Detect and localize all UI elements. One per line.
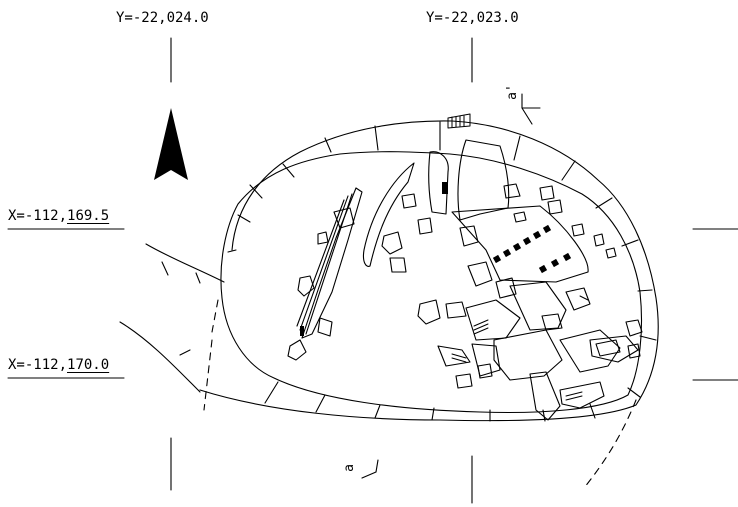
ground-contours xyxy=(119,243,637,489)
coord-value: 169.5 xyxy=(67,208,110,224)
section-label-bottom: a xyxy=(341,464,357,472)
pit-outer-edge xyxy=(199,120,659,422)
decoration-hatching xyxy=(447,113,589,401)
coord-label-x-upper: X=-112,169.5 xyxy=(8,208,109,224)
section-marker-bottom xyxy=(361,459,379,479)
slope-hachures xyxy=(227,121,657,422)
coord-prefix: X=-112, xyxy=(8,208,68,224)
dark-fragments xyxy=(300,182,572,336)
grid-ticks xyxy=(7,37,738,504)
coord-label-y-left: Y=-22,024.0 xyxy=(116,10,209,26)
coord-label-y-right: Y=-22,023.0 xyxy=(426,10,519,26)
coord-prefix: X=-112, xyxy=(8,357,68,373)
north-arrow-icon xyxy=(154,108,188,180)
coord-label-x-lower: X=-112,170.0 xyxy=(8,357,109,373)
section-label-top: a' xyxy=(504,84,520,100)
section-marker-top xyxy=(521,93,541,125)
coord-value: 170.0 xyxy=(67,357,110,373)
pottery-fragments xyxy=(287,139,643,421)
pit-inner-edge xyxy=(220,151,643,414)
